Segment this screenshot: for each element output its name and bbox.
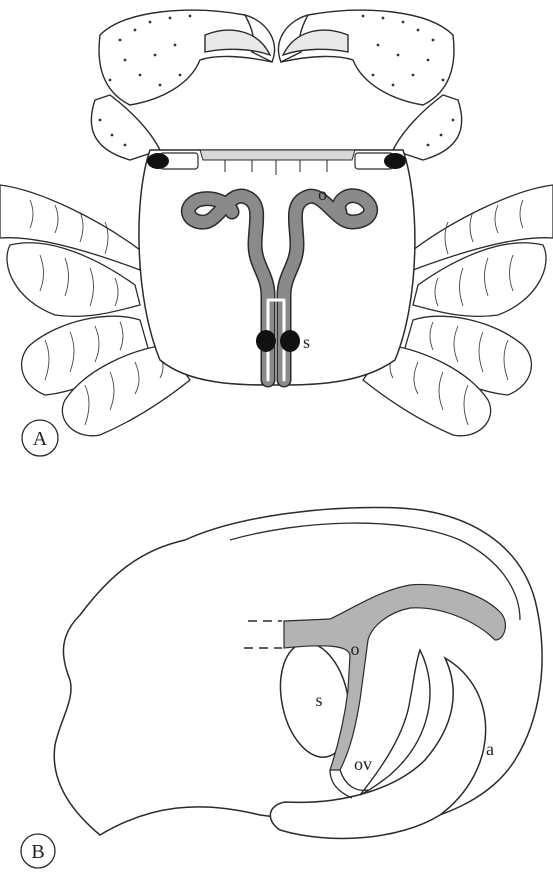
panel-a: o s A bbox=[0, 10, 553, 456]
panel-a-letter: A bbox=[33, 428, 48, 450]
panel-b-abdomen-label: a bbox=[486, 739, 494, 759]
panel-a-spermatheca-label: s bbox=[303, 332, 310, 352]
right-eye bbox=[355, 153, 406, 169]
panel-b-ovary-label: o bbox=[351, 639, 360, 659]
panel-b-spermatheca-label: s bbox=[315, 690, 322, 710]
panel-a-ovary-label: o bbox=[318, 184, 327, 204]
right-cheliped bbox=[279, 10, 462, 160]
panel-b-letter: B bbox=[31, 841, 44, 863]
left-eye bbox=[147, 153, 198, 169]
left-cheliped bbox=[91, 10, 274, 160]
panel-b-oviduct-label: ov bbox=[354, 754, 372, 774]
frontal-margin bbox=[200, 150, 355, 160]
panel-b: o s ov a B bbox=[21, 507, 542, 868]
